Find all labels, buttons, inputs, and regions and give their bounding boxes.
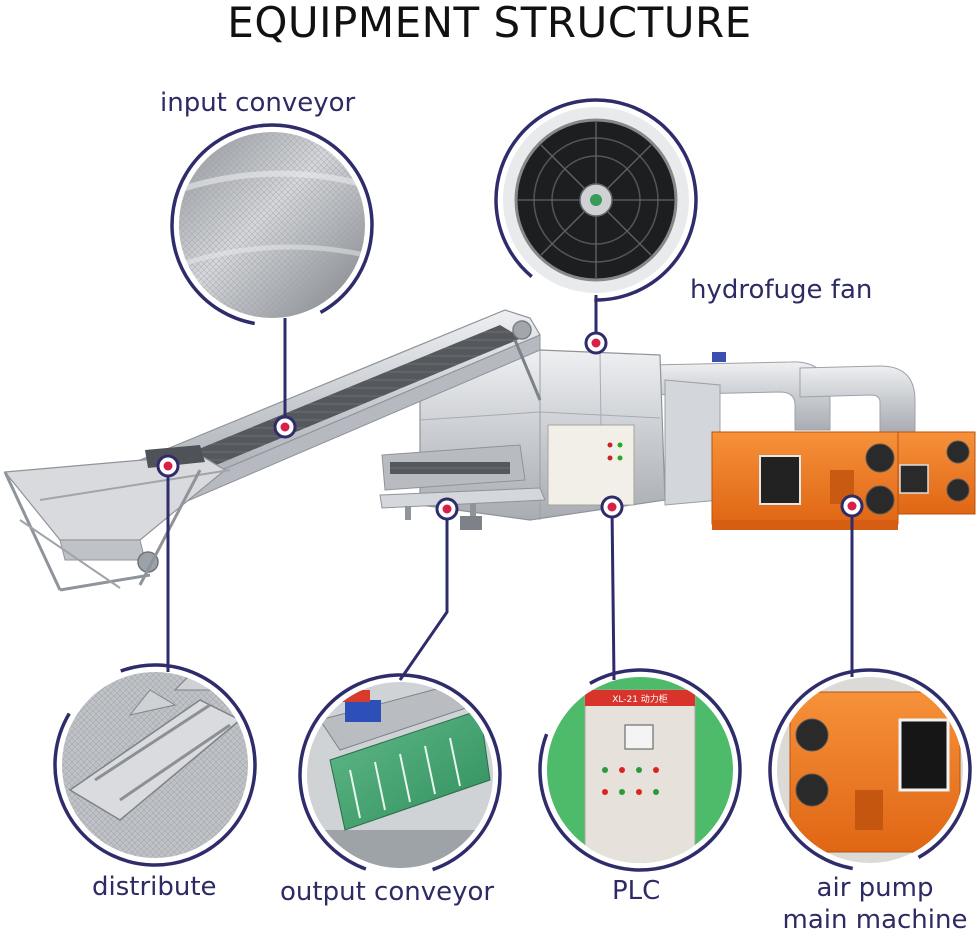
line-output-conveyor <box>398 509 449 681</box>
target-dot-icon <box>156 454 180 478</box>
label-air-pump-line2: main machine <box>782 905 968 935</box>
detail-hydrofuge-fan <box>494 98 698 302</box>
page-title: EQUIPMENT STRUCTURE <box>227 0 752 47</box>
label-distribute: distribute <box>92 872 217 902</box>
target-dot-icon <box>600 495 624 519</box>
detail-plc: XL-21 动力柜 <box>538 668 742 872</box>
main-machine-illustration <box>3 309 976 592</box>
target-dot-icon <box>435 497 459 521</box>
label-hydrofuge-fan: hydrofuge fan <box>690 275 873 305</box>
target-dot-icon <box>840 494 864 518</box>
label-plc: PLC <box>612 876 661 906</box>
target-dot-icon <box>584 331 608 355</box>
detail-output-conveyor <box>298 673 502 877</box>
fan-icon <box>514 118 678 282</box>
plc-panel-label: XL-21 动力柜 <box>612 693 668 705</box>
line-plc <box>610 506 616 681</box>
label-output-conveyor: output conveyor <box>280 877 495 907</box>
target-dot-icon <box>273 415 297 439</box>
callout-lines <box>166 295 854 681</box>
detail-air-pump <box>768 668 972 872</box>
label-air-pump: air pump main machine <box>775 872 975 936</box>
label-air-pump-line1: air pump <box>816 873 934 903</box>
label-input-conveyor: input conveyor <box>160 88 356 118</box>
callout-markers <box>156 331 864 521</box>
detail-distribute <box>53 663 257 867</box>
detail-input-conveyor <box>170 123 374 327</box>
